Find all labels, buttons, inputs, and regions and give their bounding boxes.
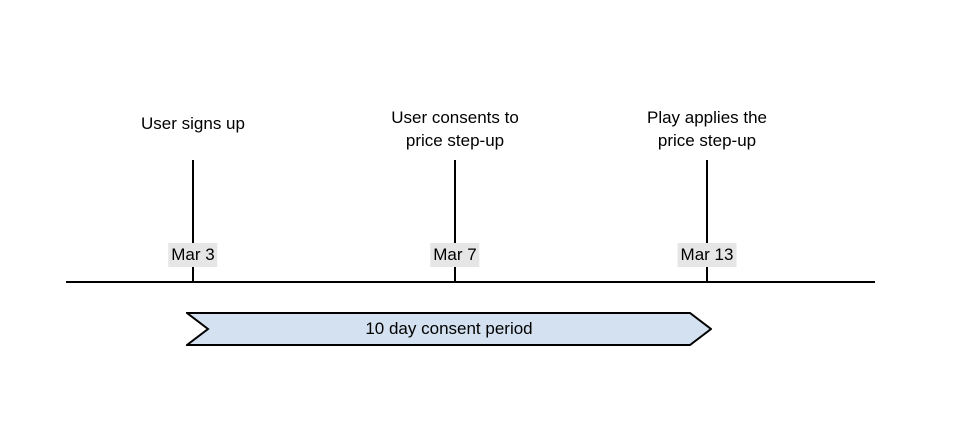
- milestone-tick-line: [454, 160, 456, 282]
- milestone-caption-line: price step-up: [405, 131, 505, 150]
- milestone-date-label: Mar 3: [168, 243, 218, 267]
- milestone-caption-line: User consents to: [391, 108, 519, 127]
- milestone-caption-line: User signs up: [141, 114, 245, 133]
- milestone-date-label: Mar 7: [430, 243, 480, 267]
- milestone-tick-line: [192, 160, 194, 282]
- milestone-caption-line: price step-up: [657, 131, 757, 150]
- consent-period-banner: 10 day consent period: [186, 312, 712, 346]
- milestone-caption: Play applies the price step-up: [647, 106, 767, 152]
- milestone-date-label: Mar 13: [677, 243, 737, 267]
- milestone-caption: User signs up: [141, 112, 245, 135]
- milestone-tick-line: [706, 160, 708, 282]
- timeline-axis: [66, 281, 875, 283]
- consent-period-arrow-shape: [186, 312, 712, 346]
- milestone-caption: User consents to price step-up: [391, 106, 519, 152]
- milestone-caption-line: Play applies the: [646, 108, 768, 127]
- consent-period-label: 10 day consent period: [365, 319, 533, 338]
